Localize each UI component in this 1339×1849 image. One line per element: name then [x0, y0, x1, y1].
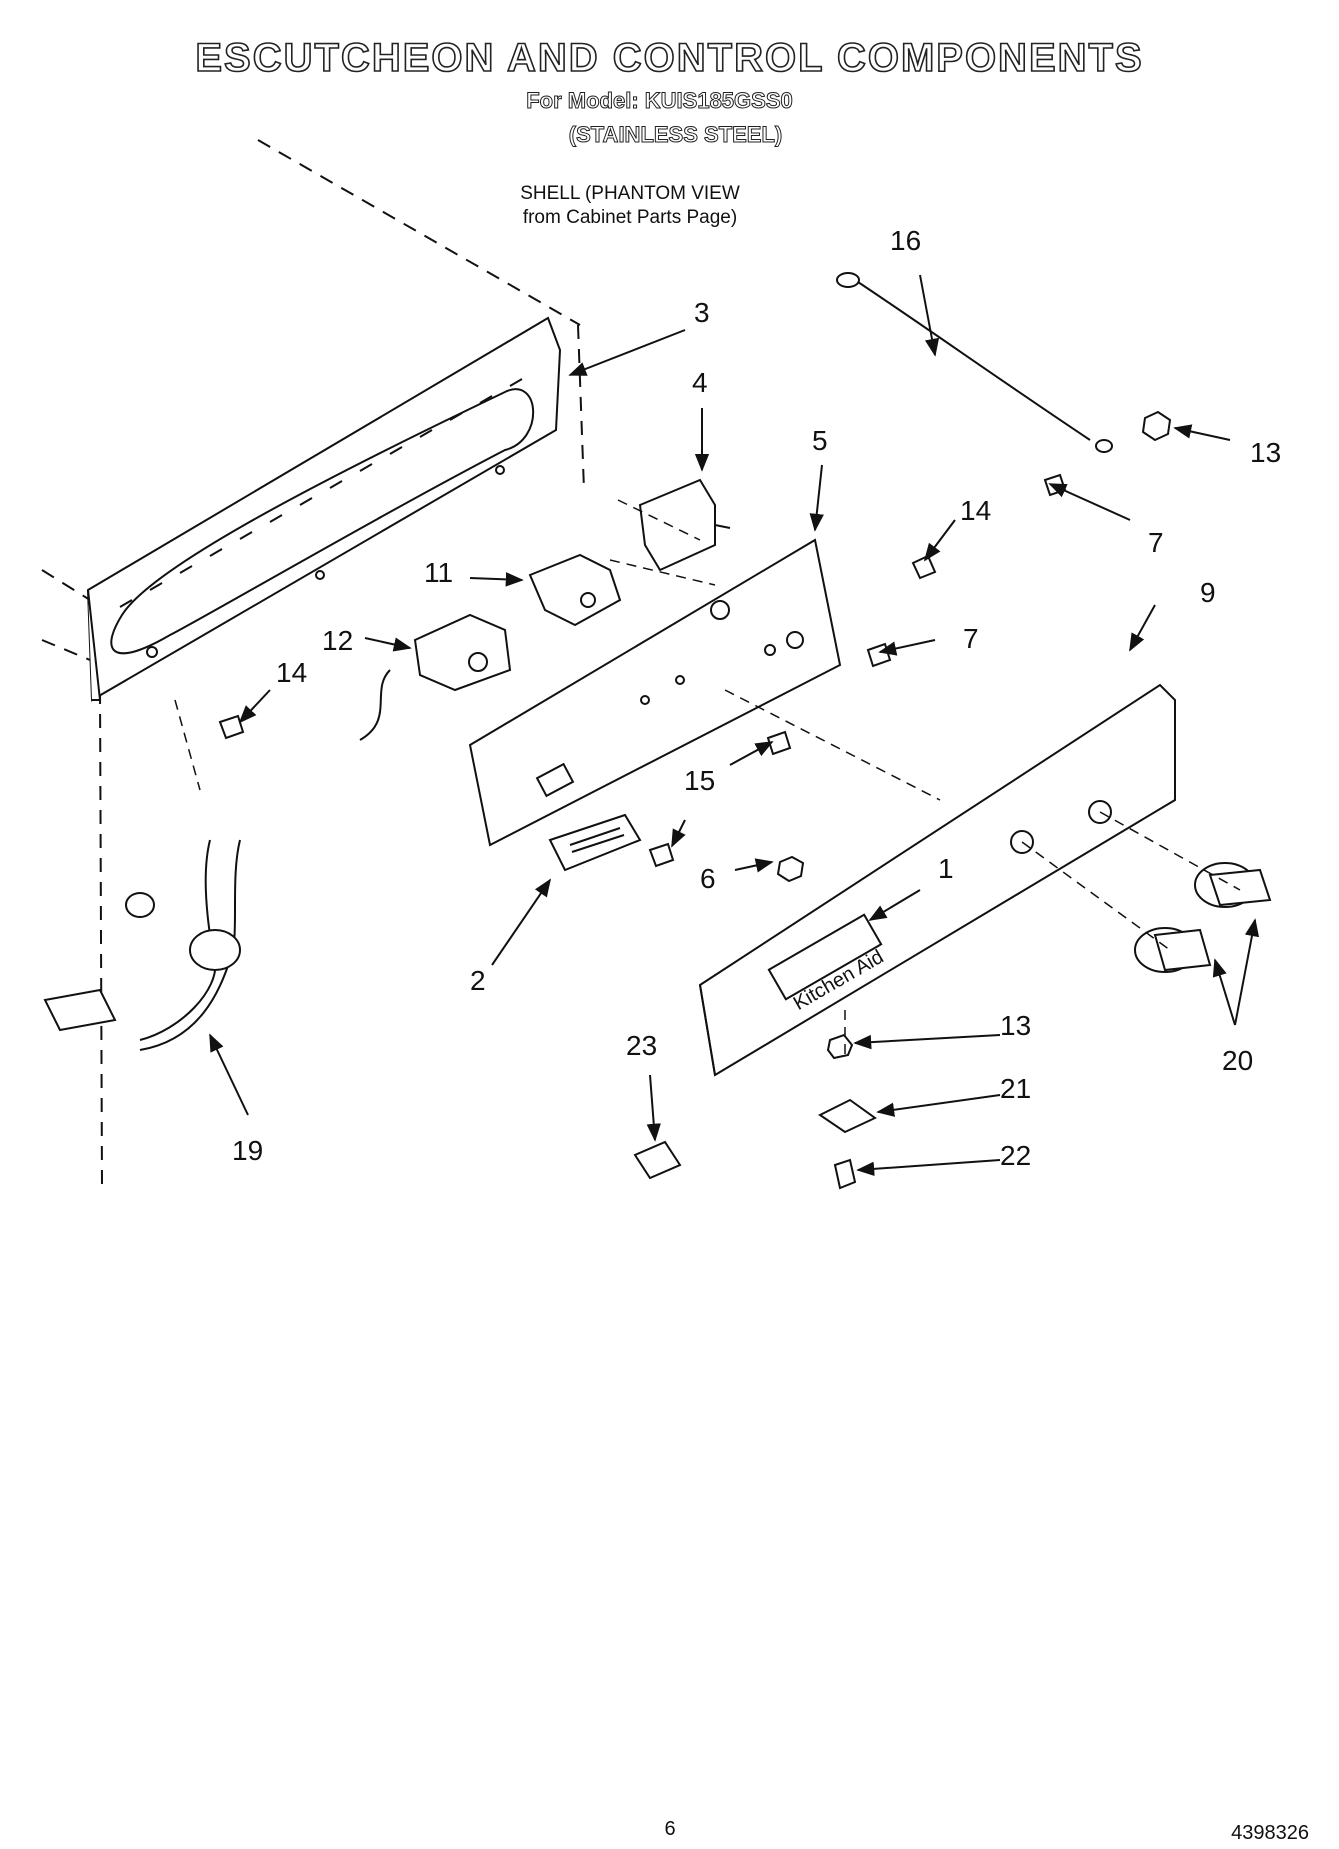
callout-20: 20 [1222, 1045, 1253, 1076]
callout-14-upper: 14 [960, 495, 991, 526]
callout-7-upper: 7 [1148, 527, 1164, 558]
screw-7-upper [1043, 473, 1067, 497]
callout-13-lower: 13 [1000, 1010, 1031, 1041]
callout-19: 19 [232, 1135, 263, 1166]
screw-22 [833, 1158, 857, 1190]
callout-16: 16 [890, 225, 921, 256]
model-line: For Model: KUIS185GSS0 [526, 88, 794, 114]
escutcheon-panel: Kitchen Aid [698, 683, 1176, 1077]
nut-13-lower [826, 1033, 854, 1060]
screw-14-lower [218, 714, 245, 740]
shell-note-line1: SHELL (PHANTOM VIEW [520, 183, 740, 204]
callout-22: 22 [1000, 1140, 1031, 1171]
callout-14-lower: 14 [276, 657, 307, 688]
callout-12: 12 [322, 625, 353, 656]
callout-5: 5 [812, 425, 828, 456]
callout-6: 6 [700, 863, 716, 894]
clip-21 [818, 1098, 877, 1134]
nut-6 [776, 855, 805, 883]
callout-21: 21 [1000, 1073, 1031, 1104]
callout-3: 3 [694, 297, 710, 328]
shell-note: SHELL (PHANTOM VIEW from Cabinet Parts P… [480, 182, 780, 230]
screw-7-lower [866, 642, 892, 668]
knob-upper [1194, 862, 1272, 908]
callout-1: 1 [938, 853, 954, 884]
nut-13-upper [1141, 410, 1172, 442]
callout-13-upper: 13 [1250, 437, 1281, 468]
callout-23: 23 [626, 1030, 657, 1061]
finish-line: (STAINLESS STEEL) [568, 122, 783, 148]
switch-11 [528, 553, 622, 627]
ground-wire [836, 272, 1113, 453]
shell-note-line2: from Cabinet Parts Page) [522, 207, 738, 228]
bumper-23 [633, 1140, 682, 1180]
callout-2: 2 [470, 965, 486, 996]
callout-labels: 3 4 5 6 7 7 9 11 12 13 13 14 14 15 16 19… [232, 225, 1281, 1171]
bracket-slots [119, 378, 523, 608]
callout-11: 11 [424, 557, 453, 588]
document-number: 4398326 [1231, 1822, 1309, 1844]
callout-4: 4 [692, 367, 708, 398]
knob-lower [1134, 927, 1212, 973]
page-title: ESCUTCHEON AND CONTROL COMPONENTS [195, 35, 1144, 81]
leader-arrows [209, 274, 1260, 1177]
switch-4 [638, 478, 731, 572]
callout-15: 15 [684, 765, 715, 796]
control-plate [468, 538, 842, 847]
callout-7-lower: 7 [963, 623, 979, 654]
callout-9: 9 [1200, 577, 1216, 608]
connector-2 [548, 813, 642, 872]
page-number: 6 [664, 1818, 676, 1840]
screw-6 [648, 842, 675, 868]
control-bracket [86, 316, 562, 702]
phantom-shell [41, 139, 585, 1186]
wire-harness [43, 839, 241, 1051]
alignment-lines [174, 499, 1241, 1060]
switch-12 [359, 613, 512, 741]
screw-14-upper [911, 554, 937, 580]
